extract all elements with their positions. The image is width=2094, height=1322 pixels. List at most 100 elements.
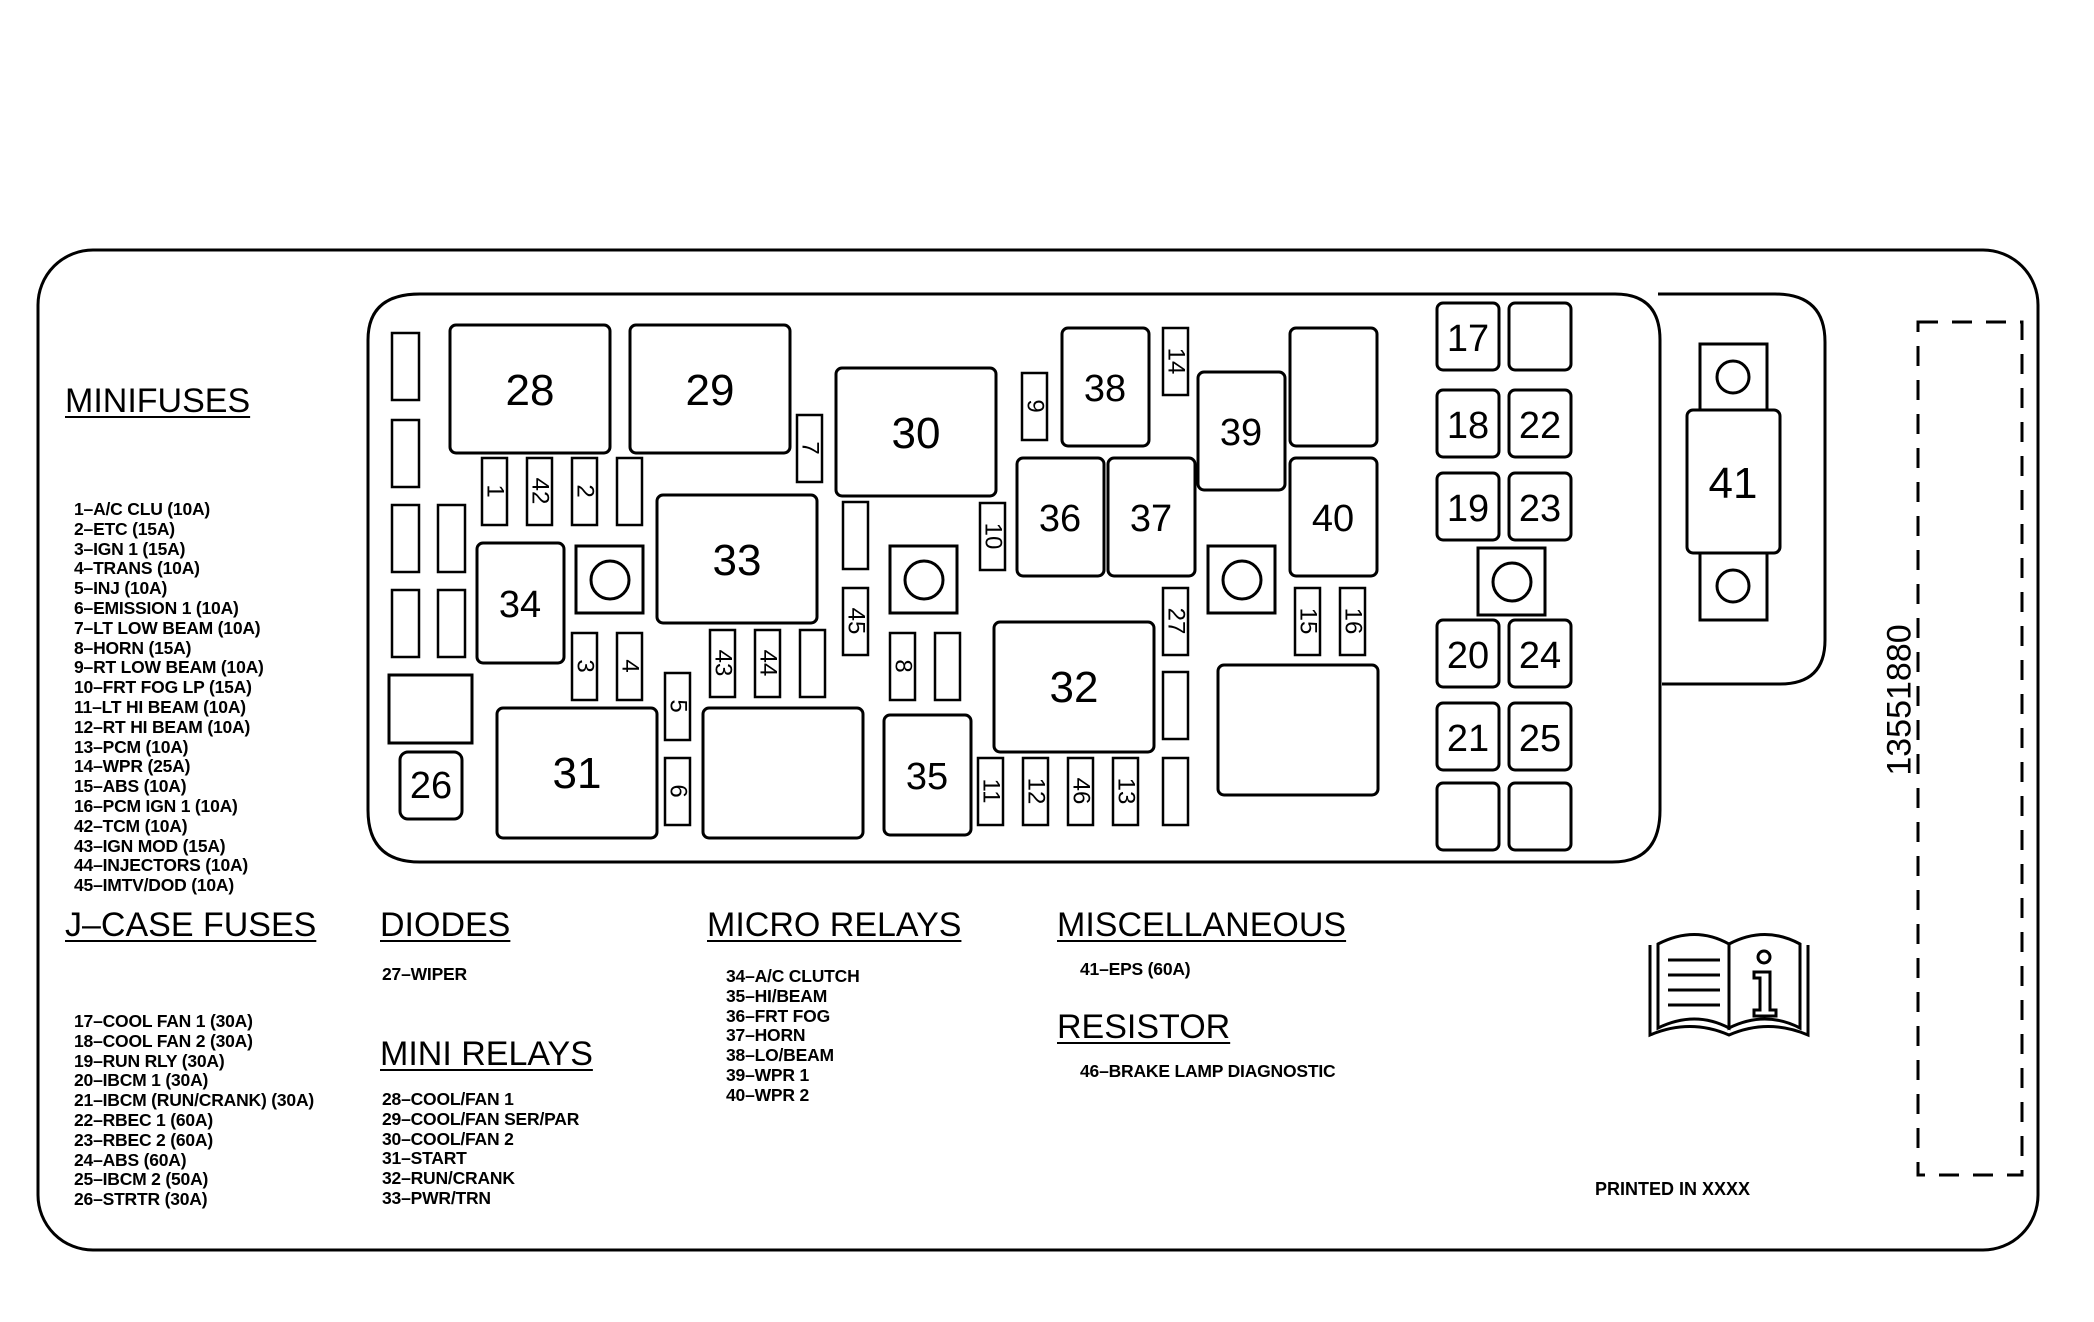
svg-text:10: 10 bbox=[980, 523, 1007, 550]
svg-text:5: 5 bbox=[665, 699, 692, 712]
list-item: 41–EPS (60A) bbox=[1080, 959, 1191, 979]
jcase-fuse-25: 25 bbox=[1507, 701, 1573, 772]
svg-text:45: 45 bbox=[843, 608, 870, 635]
printed-note: PRINTED IN XXXX bbox=[1595, 1179, 1751, 1199]
part-number: 13551880 bbox=[1880, 624, 1919, 776]
svg-text:22: 22 bbox=[1519, 405, 1561, 447]
svg-text:20: 20 bbox=[1447, 635, 1489, 677]
relay-29: 29 bbox=[628, 323, 792, 455]
blank-fuse-slot bbox=[390, 331, 421, 402]
jcase-blank bbox=[1507, 301, 1573, 372]
list-item: 5–INJ (10A) bbox=[74, 578, 168, 599]
list-item: 13–PCM (10A) bbox=[74, 736, 189, 757]
svg-text:23: 23 bbox=[1519, 488, 1561, 530]
owner-manual-book-info-icon bbox=[1648, 933, 1810, 1038]
svg-text:7: 7 bbox=[797, 441, 824, 454]
svg-text:36: 36 bbox=[1039, 498, 1081, 540]
fuse-1: 1 bbox=[480, 456, 509, 527]
list-item: 38–LO/BEAM bbox=[726, 1045, 834, 1066]
blank-fuse-slot bbox=[390, 503, 421, 574]
relay-30: 30 bbox=[834, 366, 998, 498]
blank-fuse-slot bbox=[436, 588, 467, 659]
list-item: 7–LT LOW BEAM (10A) bbox=[74, 617, 261, 638]
fuse-2: 2 bbox=[570, 456, 599, 527]
fuse-block-outline bbox=[366, 292, 1662, 864]
jcase-fuse-19: 19 bbox=[1435, 471, 1501, 542]
blank-fuse-slot bbox=[841, 500, 870, 571]
svg-text:24: 24 bbox=[1519, 635, 1561, 677]
jcase-fuse-22: 22 bbox=[1507, 388, 1573, 459]
list-item: 30–COOL/FAN 2 bbox=[382, 1128, 514, 1149]
fuse-43: 43 bbox=[708, 628, 737, 699]
svg-text:38: 38 bbox=[1084, 368, 1126, 410]
list-item: 23–RBEC 2 (60A) bbox=[74, 1129, 213, 1150]
jcase-fuse-24: 24 bbox=[1507, 618, 1573, 689]
relay-38: 38 bbox=[1060, 326, 1151, 448]
list-item: 16–PCM IGN 1 (10A) bbox=[74, 795, 238, 816]
relay-blank-center bbox=[701, 706, 865, 840]
list-item: 19–RUN RLY (30A) bbox=[74, 1050, 225, 1071]
list-item: 37–HORN bbox=[726, 1025, 806, 1046]
fuse-12: 12 bbox=[1021, 756, 1050, 827]
minifuses-heading: MINIFUSES bbox=[65, 382, 251, 420]
jcase-fuse-21: 21 bbox=[1435, 701, 1501, 772]
diodes-list: 27–WIPER bbox=[382, 964, 467, 985]
list-item: 33–PWR/TRN bbox=[382, 1187, 491, 1208]
svg-text:8: 8 bbox=[890, 659, 917, 672]
svg-text:46: 46 bbox=[1068, 778, 1095, 805]
relay-36: 36 bbox=[1015, 456, 1106, 578]
jcase-fuse-23: 23 bbox=[1507, 471, 1573, 542]
blank-fuse-slot bbox=[798, 628, 827, 699]
fuse-41-housing bbox=[1658, 292, 1827, 686]
list-item: 43–IGN MOD (15A) bbox=[74, 835, 226, 856]
fuse-42: 42 bbox=[525, 456, 554, 527]
jcase-fuse-18: 18 bbox=[1435, 388, 1501, 459]
micro-relays-list: 34–A/C CLUTCH 35–HI/BEAM 36–FRT FOG 37–H… bbox=[726, 966, 860, 1106]
list-item: 29–COOL/FAN SER/PAR bbox=[382, 1108, 580, 1129]
svg-text:18: 18 bbox=[1447, 405, 1489, 447]
blank-relay-slot bbox=[387, 673, 474, 745]
svg-text:41: 41 bbox=[1709, 459, 1758, 508]
list-item: 31–START bbox=[382, 1148, 467, 1169]
fuse-7: 7 bbox=[795, 413, 824, 484]
list-item: 4–TRANS (10A) bbox=[74, 558, 200, 579]
blank-fuse-slot bbox=[1161, 756, 1190, 827]
relay-35: 35 bbox=[882, 713, 973, 837]
svg-text:3: 3 bbox=[572, 659, 599, 672]
list-item: 35–HI/BEAM bbox=[726, 985, 828, 1006]
fuse-3: 3 bbox=[570, 631, 599, 702]
jcase-fuse-20: 20 bbox=[1435, 618, 1501, 689]
fuse-16: 16 bbox=[1338, 586, 1367, 657]
svg-text:13: 13 bbox=[1113, 778, 1140, 805]
svg-text:21: 21 bbox=[1447, 718, 1489, 760]
jcase-fuse-17: 17 bbox=[1435, 301, 1501, 372]
jcase-fuses-heading: J–CASE FUSES bbox=[65, 906, 317, 944]
svg-text:16: 16 bbox=[1340, 608, 1367, 635]
svg-text:31: 31 bbox=[553, 749, 602, 798]
jcase-blank bbox=[1435, 781, 1501, 852]
list-item: 32–RUN/CRANK bbox=[382, 1168, 515, 1189]
relay-28: 28 bbox=[448, 323, 612, 455]
svg-text:25: 25 bbox=[1519, 718, 1561, 760]
svg-text:11: 11 bbox=[978, 779, 1005, 804]
blank-fuse-slot bbox=[933, 631, 962, 702]
svg-text:4: 4 bbox=[617, 659, 644, 672]
fuse-4: 4 bbox=[615, 631, 644, 702]
blank-fuse-slot bbox=[390, 418, 421, 489]
miscellaneous-list: 41–EPS (60A) bbox=[1080, 959, 1191, 980]
list-item: 21–IBCM (RUN/CRANK) (30A) bbox=[74, 1090, 315, 1111]
svg-text:26: 26 bbox=[410, 765, 452, 807]
list-item: 15–ABS (10A) bbox=[74, 776, 187, 797]
fuse-10: 10 bbox=[978, 501, 1007, 572]
list-item: 1–A/C CLU (10A) bbox=[74, 499, 211, 519]
blank-fuse-slot bbox=[615, 456, 644, 527]
list-item: 39–WPR 1 bbox=[726, 1064, 810, 1085]
mounting-stud bbox=[1476, 546, 1547, 617]
list-item: 22–RBEC 1 (60A) bbox=[74, 1109, 213, 1130]
relay-blank-right bbox=[1216, 663, 1380, 797]
svg-text:6: 6 bbox=[665, 784, 692, 797]
minifuses-list: 1–A/C CLU (10A) 2–ETC (15A) 3–IGN 1 (15A… bbox=[74, 499, 264, 896]
list-item: 9–RT LOW BEAM (10A) bbox=[74, 657, 264, 678]
fuse-44: 44 bbox=[753, 628, 782, 699]
svg-text:44: 44 bbox=[755, 650, 782, 677]
